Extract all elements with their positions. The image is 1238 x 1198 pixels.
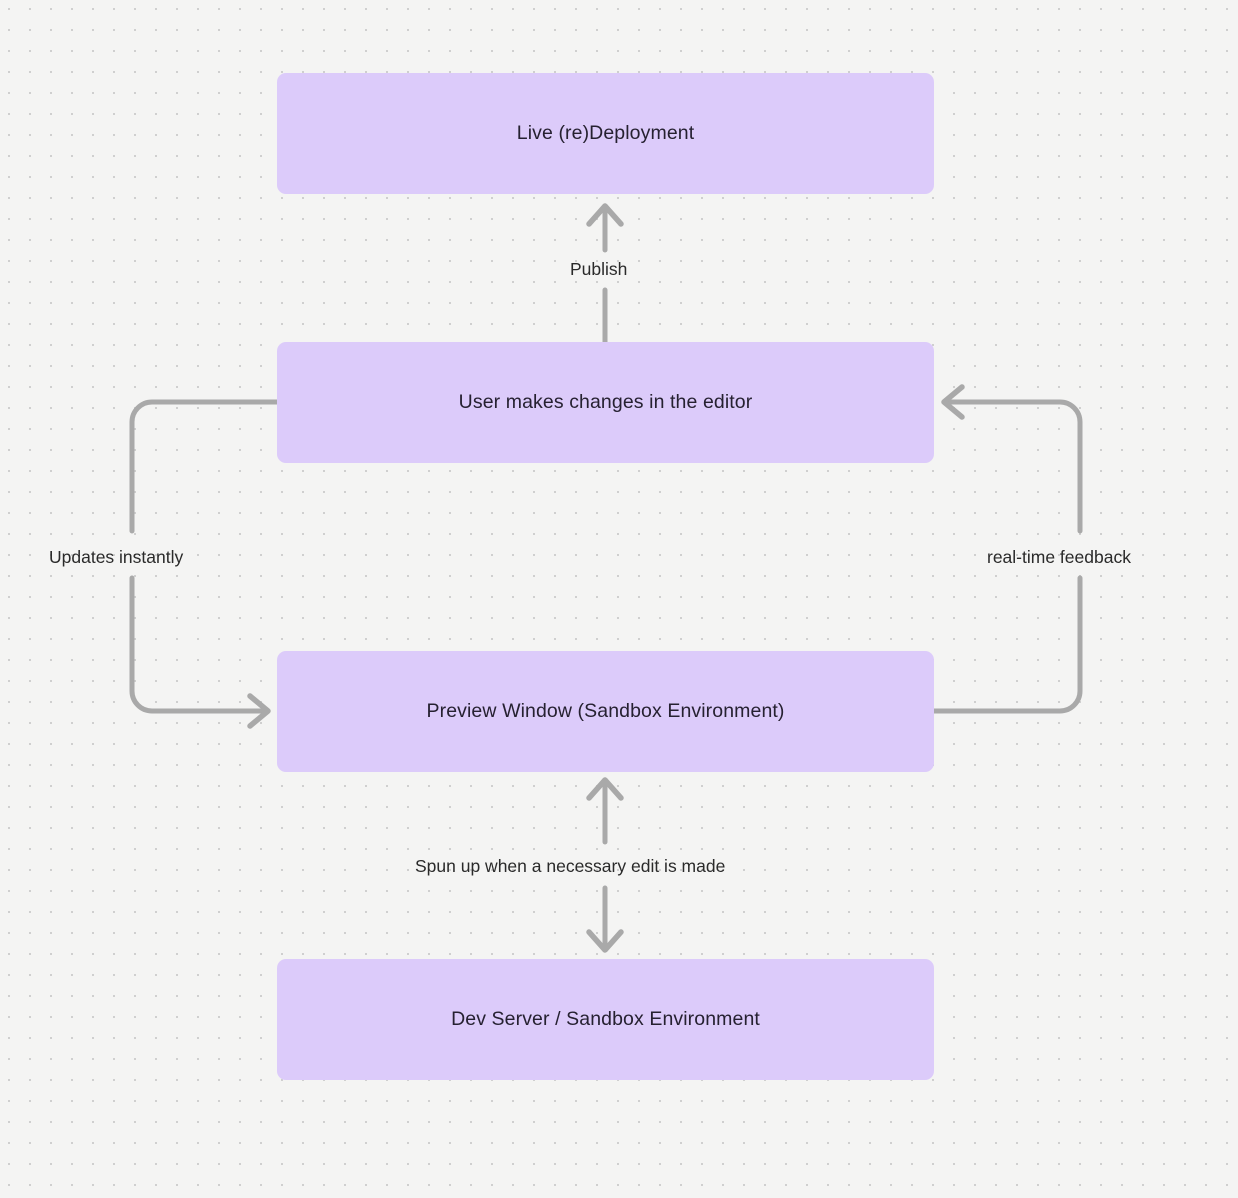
edge-spun-arrowhead-down (586, 929, 624, 953)
node-live-redeployment[interactable]: Live (re)Deployment (277, 73, 934, 194)
edge-realtime-segment-top (947, 399, 1083, 534)
node-dev-server[interactable]: Dev Server / Sandbox Environment (277, 959, 934, 1080)
edge-label-spun-up: Spun up when a necessary edit is made (415, 856, 726, 876)
edge-updates-arrowhead (247, 693, 271, 729)
edge-realtime-arrowhead (941, 384, 965, 420)
edge-label-real-time-feedback: real-time feedback (987, 547, 1131, 567)
node-live-redeployment-label: Live (re)Deployment (516, 121, 695, 144)
edge-updates-segment-bottom (129, 575, 265, 714)
node-user-makes-changes[interactable]: User makes changes in the editor (277, 342, 934, 463)
edge-label-updates-instantly: Updates instantly (49, 547, 184, 567)
node-dev-server-label: Dev Server / Sandbox Environment (451, 1007, 760, 1030)
edge-publish-arrowhead (586, 203, 624, 227)
node-preview-window[interactable]: Preview Window (Sandbox Environment) (277, 651, 934, 772)
edge-updates-segment-top (129, 399, 280, 534)
node-preview-window-label: Preview Window (Sandbox Environment) (426, 699, 785, 722)
edge-spun-arrowhead-up (586, 777, 624, 801)
edge-realtime-segment-bottom (931, 575, 1083, 714)
edge-label-publish: Publish (570, 259, 628, 279)
node-user-makes-changes-label: User makes changes in the editor (458, 390, 753, 413)
